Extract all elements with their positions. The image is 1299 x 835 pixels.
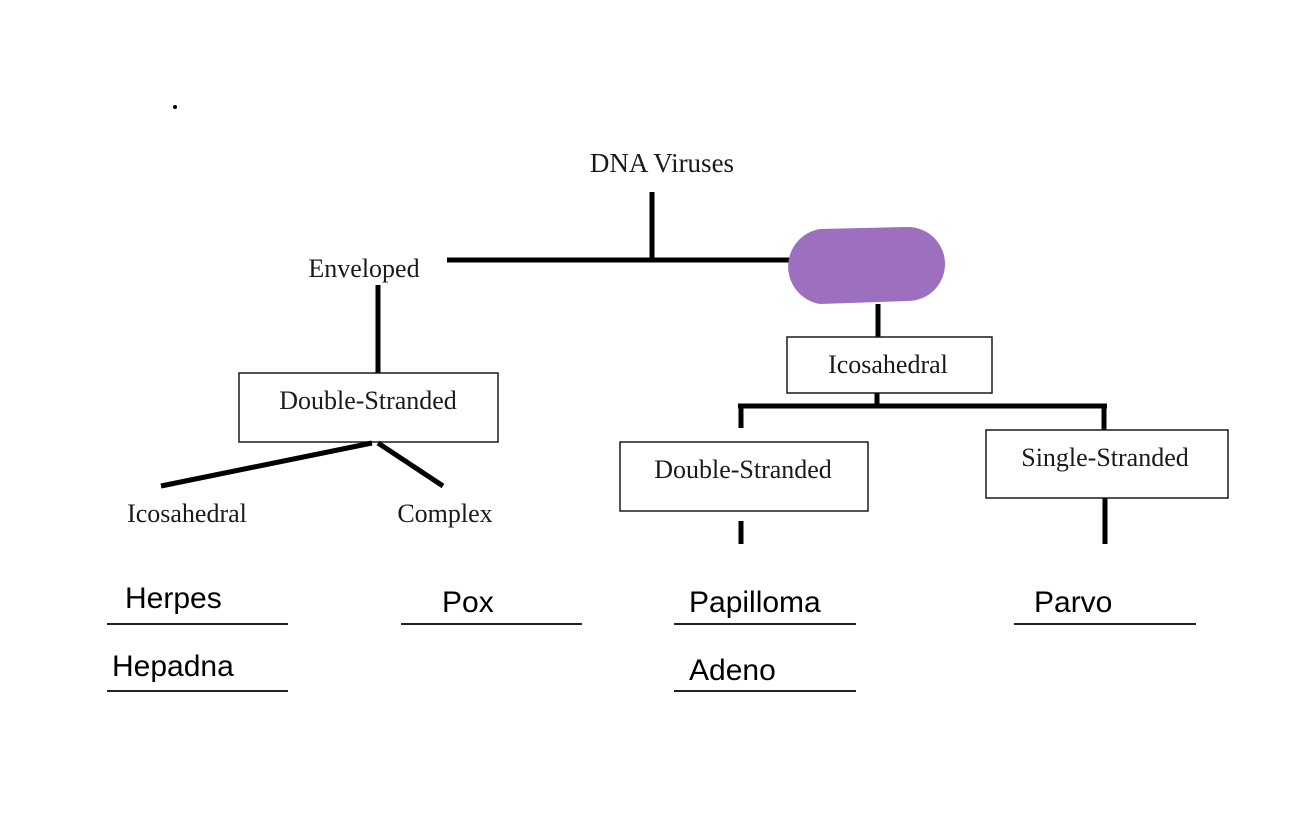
left-double-stranded-label: Double-Stranded [279,386,457,415]
right-icosahedral-box [786,336,993,394]
answer-herpes: Herpes [125,582,222,615]
stray-dot [173,105,177,109]
answer-hepadna: Hepadna [112,650,234,683]
answer-papilloma: Papilloma [689,586,821,619]
root-label: DNA Viruses [590,148,734,178]
enveloped-label: Enveloped [308,254,419,283]
left-icosahedral-label: Icosahedral [127,499,247,528]
single-stranded-label: Single-Stranded [1021,443,1189,472]
left-icosahedral-connector [160,440,373,489]
complex-label: Complex [397,499,492,528]
left-complex-connector [376,440,445,489]
hidden-answer-node [788,227,945,304]
answer-adeno: Adeno [689,654,776,687]
answer-parvo: Parvo [1034,586,1112,619]
answer-pox: Pox [442,586,494,619]
right-icosahedral-label: Icosahedral [828,350,948,379]
left-double-stranded-box [238,372,499,443]
right-double-stranded-box [619,441,869,512]
right-double-stranded-label: Double-Stranded [654,455,832,484]
